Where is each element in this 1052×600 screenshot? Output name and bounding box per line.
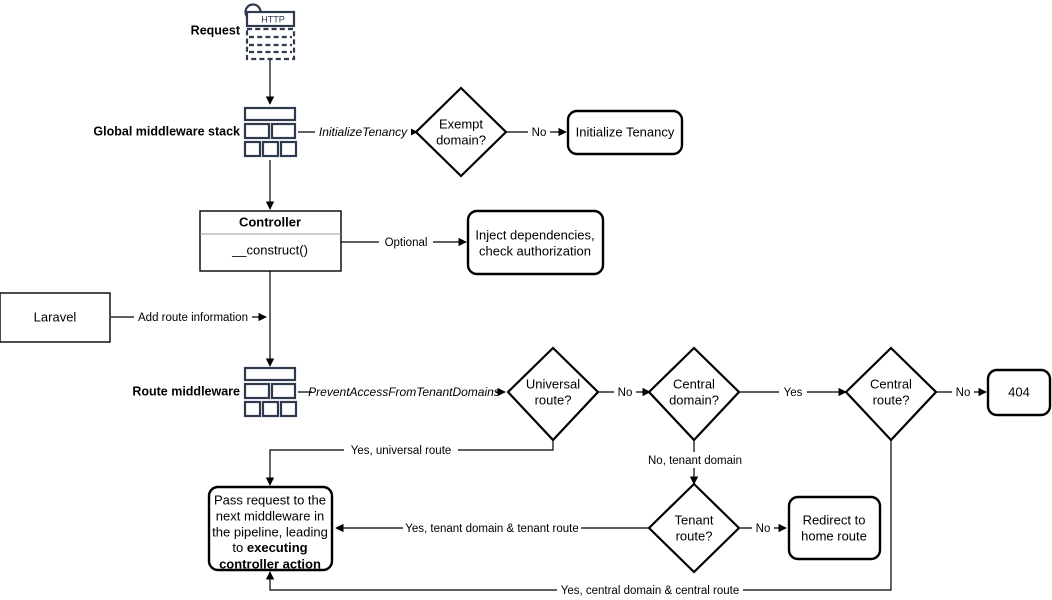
http-icon-caption: HTTP xyxy=(261,14,285,24)
edge-label-initialize-tenancy: InitializeTenancy xyxy=(319,125,408,139)
http-request-icon: HTTP xyxy=(244,3,296,61)
swimlane-label-global-middleware-stack: Global middleware stack xyxy=(93,124,240,138)
node-central-route-line-2: route? xyxy=(873,392,910,407)
node-universal-route-line-2: route? xyxy=(535,392,572,407)
route-middleware-icon xyxy=(243,366,298,418)
edge-label-central-domain-yes: Yes xyxy=(784,387,803,399)
label-bg-yes-tenant xyxy=(403,520,581,536)
edge-label-add-route-information: Add route information xyxy=(138,312,248,324)
edge-label-yes-tenant: Yes, tenant domain & tenant route xyxy=(405,523,578,535)
label-bg-central-domain-yes xyxy=(779,384,807,400)
node-pass-request-line-4-bold: executing xyxy=(247,540,308,555)
edge-label-yes-universal-route: Yes, universal route xyxy=(351,445,452,457)
node-pass-request-line-4-plain: to xyxy=(232,540,246,555)
node-pass-request-line-3: the pipeline, leading xyxy=(212,524,328,539)
node-tenant-route-line-2: route? xyxy=(676,528,713,543)
node-central-domain-line-1: Central xyxy=(673,376,715,391)
node-404[interactable]: 404 xyxy=(986,368,1052,417)
node-controller-header: Controller xyxy=(239,214,301,229)
node-tenant-route[interactable]: Tenant route? xyxy=(647,482,741,574)
node-controller-body: __construct() xyxy=(231,242,308,257)
node-initialize-tenancy[interactable]: Initialize Tenancy xyxy=(566,109,684,156)
node-exempt-domain-line-2: domain? xyxy=(436,132,486,147)
edge-label-tenant-route-no: No xyxy=(756,523,771,535)
edge-label-exempt-no: No xyxy=(532,127,547,139)
edge-label-yes-central: Yes, central domain & central route xyxy=(561,585,740,597)
node-redirect-home-line-2: home route xyxy=(801,528,867,543)
label-bg-universal-no xyxy=(614,384,636,400)
node-laravel[interactable]: Laravel xyxy=(0,292,111,343)
label-bg-add-route-information xyxy=(134,309,252,325)
node-tenant-route-line-1: Tenant xyxy=(674,512,713,527)
node-pass-request-line-1: Pass request to the xyxy=(214,492,326,507)
node-central-route-line-1: Central xyxy=(870,376,912,391)
edge-label-optional: Optional xyxy=(385,237,428,249)
node-initialize-tenancy-label: Initialize Tenancy xyxy=(576,124,675,139)
node-central-domain[interactable]: Central domain? xyxy=(647,346,741,442)
edge-label-central-route-no: No xyxy=(956,387,971,399)
node-universal-route[interactable]: Universal route? xyxy=(506,346,600,442)
swimlane-labels-layer: Request Global middleware stack Route mi… xyxy=(93,23,240,398)
edge-label-no-tenant-domain: No, tenant domain xyxy=(648,455,742,467)
label-bg-prevent-access xyxy=(312,384,496,400)
swimlane-label-request: Request xyxy=(191,23,241,37)
label-bg-yes-universal-route xyxy=(344,442,458,458)
node-pass-request-line-5: controller action xyxy=(219,556,321,571)
label-bg-exempt-no xyxy=(528,124,550,140)
node-exempt-domain-line-1: Exempt xyxy=(439,116,483,131)
label-bg-initialize-tenancy xyxy=(315,124,411,140)
label-bg-tenant-route-no xyxy=(752,520,774,536)
label-bg-yes-central xyxy=(557,582,743,598)
node-central-domain-line-2: domain? xyxy=(669,392,719,407)
node-central-route[interactable]: Central route? xyxy=(844,346,938,442)
edge-label-prevent-access: PreventAccessFromTenantDomains xyxy=(308,385,500,399)
node-universal-route-line-1: Universal xyxy=(526,376,580,391)
node-inject-dependencies-line-1: Inject dependencies, xyxy=(475,227,594,242)
node-404-label: 404 xyxy=(1008,384,1030,399)
label-bg-no-tenant-domain xyxy=(641,452,749,468)
node-redirect-home[interactable]: Redirect to home route xyxy=(787,495,882,561)
edge-labels-layer: InitializeTenancy No Optional Add route … xyxy=(134,124,974,598)
global-middleware-stack-icon xyxy=(243,106,298,158)
node-inject-dependencies[interactable]: Inject dependencies, check authorization xyxy=(466,209,605,276)
node-pass-request-line-4: to executing xyxy=(232,540,307,555)
node-pass-request[interactable]: Pass request to the next middleware in t… xyxy=(207,485,334,571)
edge-label-universal-no: No xyxy=(618,387,633,399)
node-pass-request-line-2: next middleware in xyxy=(216,508,324,523)
node-controller[interactable]: Controller __construct() xyxy=(199,210,342,272)
node-exempt-domain[interactable]: Exempt domain? xyxy=(414,86,508,178)
label-bg-central-route-no xyxy=(952,384,974,400)
swimlane-label-route-middleware: Route middleware xyxy=(132,384,240,398)
label-bg-optional xyxy=(379,234,433,250)
node-laravel-label: Laravel xyxy=(34,309,77,324)
node-redirect-home-line-1: Redirect to xyxy=(803,512,866,527)
node-inject-dependencies-line-2: check authorization xyxy=(479,243,591,258)
